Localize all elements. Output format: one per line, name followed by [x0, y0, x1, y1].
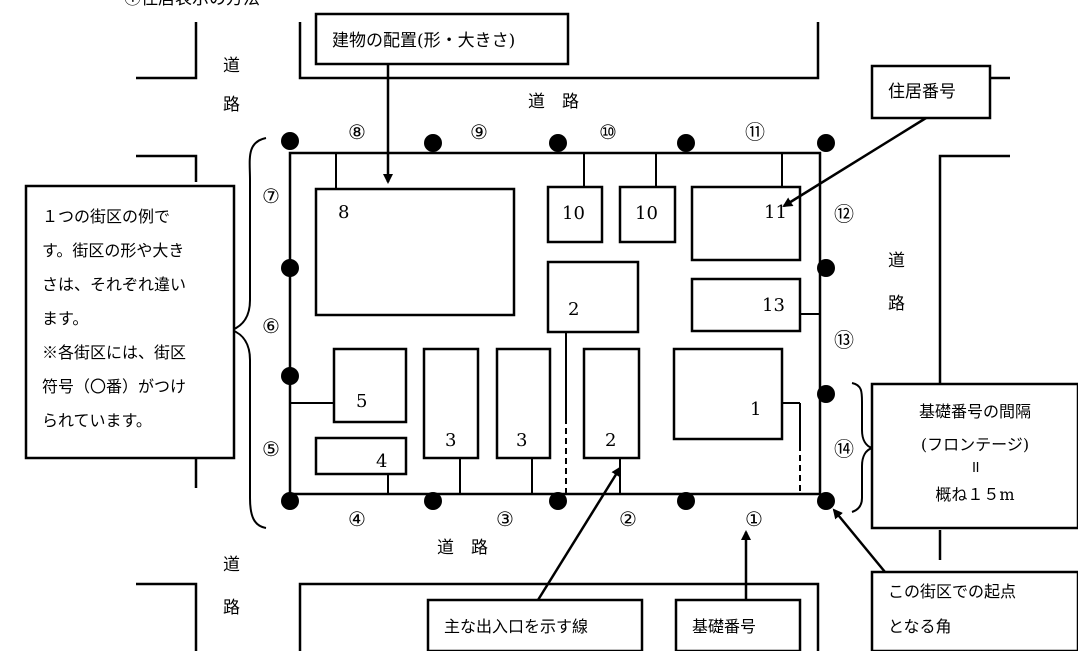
building-11 — [690, 185, 802, 262]
base-number-1: ① — [745, 507, 763, 531]
base-number-7: ⑦ — [262, 184, 280, 208]
svg-text:１つの街区の例で: １つの街区の例で — [42, 207, 170, 226]
house-number-2b: 2 — [605, 430, 616, 451]
house-number-5: 5 — [356, 391, 367, 412]
svg-text:॥: ॥ — [970, 457, 980, 476]
house-number-10a: 10 — [562, 203, 585, 224]
base-number-14: ⑭ — [834, 437, 854, 461]
house-number-3b: 3 — [516, 430, 527, 451]
base-number-10: ⑩ — [599, 120, 617, 144]
building-13 — [690, 277, 802, 333]
svg-text:さは、それぞれ違い: さは、それぞれ違い — [42, 275, 186, 294]
buildings — [314, 185, 802, 476]
building-4 — [314, 436, 408, 476]
road-labels: 道 路 道 路 道 路 道 路 道 路 — [223, 56, 905, 618]
callout-residence-number — [870, 64, 992, 120]
start-corner-text-2: となる角 — [888, 617, 952, 636]
house-number-11: 11 — [764, 202, 787, 223]
house-number-2a: 2 — [568, 299, 579, 320]
building-10b — [618, 185, 677, 244]
base-number-labels: ① ② ③ ④ ⑤ ⑥ ⑦ ⑧ ⑨ ⑩ ⑪ ⑫ ⑬ ⑭ — [262, 120, 854, 531]
svg-text:ます。: ます。 — [42, 309, 88, 328]
house-number-10b: 10 — [635, 203, 658, 224]
road-label-top: 道 路 — [528, 92, 579, 112]
building-10a — [546, 185, 604, 244]
base-number-3: ③ — [496, 507, 514, 531]
base-number-9: ⑨ — [470, 120, 488, 144]
callout-main-entrance — [426, 598, 644, 651]
callout-residence-number-text: 住居番号 — [888, 82, 956, 102]
base-number-5: ⑤ — [262, 437, 280, 461]
callout-start-corner — [870, 570, 1078, 651]
callout-building-layout-text: 建物の配置(形・大きさ) — [332, 31, 515, 51]
base-number-8: ⑧ — [348, 120, 366, 144]
base-number-12: ⑫ — [834, 202, 854, 226]
base-number-11: ⑪ — [745, 120, 765, 144]
start-corner-text-1: この街区での起点 — [888, 582, 1016, 601]
right-brace — [851, 382, 876, 513]
building-2a — [546, 260, 640, 334]
callout-interval — [870, 382, 1078, 530]
left-brace — [229, 137, 267, 529]
callout-base-number-text: 基礎番号 — [692, 617, 756, 636]
base-number-13: ⑬ — [834, 328, 854, 352]
road-label-left-bottom-2: 路 — [223, 598, 240, 618]
top-caption: ①住居表示の方法 — [124, 0, 260, 9]
road-label-right-1: 道 — [888, 251, 905, 271]
base-number-4: ④ — [348, 507, 366, 531]
house-number-8: 8 — [338, 202, 349, 223]
building-1 — [672, 347, 784, 441]
svg-text:基礎番号の間隔: 基礎番号の間隔 — [919, 402, 1031, 421]
house-number-1: 1 — [750, 399, 761, 420]
callout-building-layout — [314, 12, 570, 66]
base-number-6: ⑥ — [262, 314, 280, 338]
svg-text:※各街区には、街区: ※各街区には、街区 — [42, 343, 186, 362]
arrow-residence-number — [782, 116, 927, 208]
svg-text:られています。: られています。 — [42, 411, 152, 430]
svg-text:す。街区の形や大き: す。街区の形や大き — [42, 241, 184, 260]
entrance-lines — [290, 153, 820, 494]
road-label-right-2: 路 — [888, 294, 905, 314]
base-number-2: ② — [619, 507, 637, 531]
callout-block-example — [24, 184, 236, 460]
svg-text:概ね１５m: 概ね１５m — [935, 485, 1014, 504]
road-label-left-top-1: 道 — [223, 56, 240, 76]
road-label-bottom: 道 路 — [437, 538, 488, 558]
building-3a — [422, 347, 480, 460]
road-label-left-bottom-1: 道 — [223, 555, 240, 575]
svg-text:(フロンテージ): (フロンテージ) — [921, 435, 1029, 454]
house-number-13: 13 — [762, 295, 785, 316]
callout-base-number — [674, 598, 802, 651]
base-dots — [281, 132, 835, 510]
interval-text: 基礎番号の間隔 (フロンテージ) ॥ 概ね１５m — [919, 402, 1031, 504]
house-number-3a: 3 — [445, 430, 456, 451]
block-example-text: １つの街区の例で す。街区の形や大き さは、それぞれ違い ます。 ※各街区には、… — [42, 207, 186, 430]
arrow-main-entrance — [536, 466, 622, 601]
building-8 — [314, 187, 516, 317]
building-5 — [332, 347, 408, 424]
arrow-start-corner — [832, 508, 886, 573]
house-number-4: 4 — [376, 451, 387, 472]
callout-main-entrance-text: 主な出入口を示す線 — [444, 617, 588, 636]
road-label-left-top-2: 路 — [223, 95, 240, 115]
building-2b — [582, 347, 641, 460]
house-numbers: 8 10 10 11 2 13 5 4 3 3 2 1 — [338, 202, 787, 472]
building-3b — [495, 347, 552, 460]
svg-text:符号（〇番）がつけ: 符号（〇番）がつけ — [42, 377, 186, 396]
